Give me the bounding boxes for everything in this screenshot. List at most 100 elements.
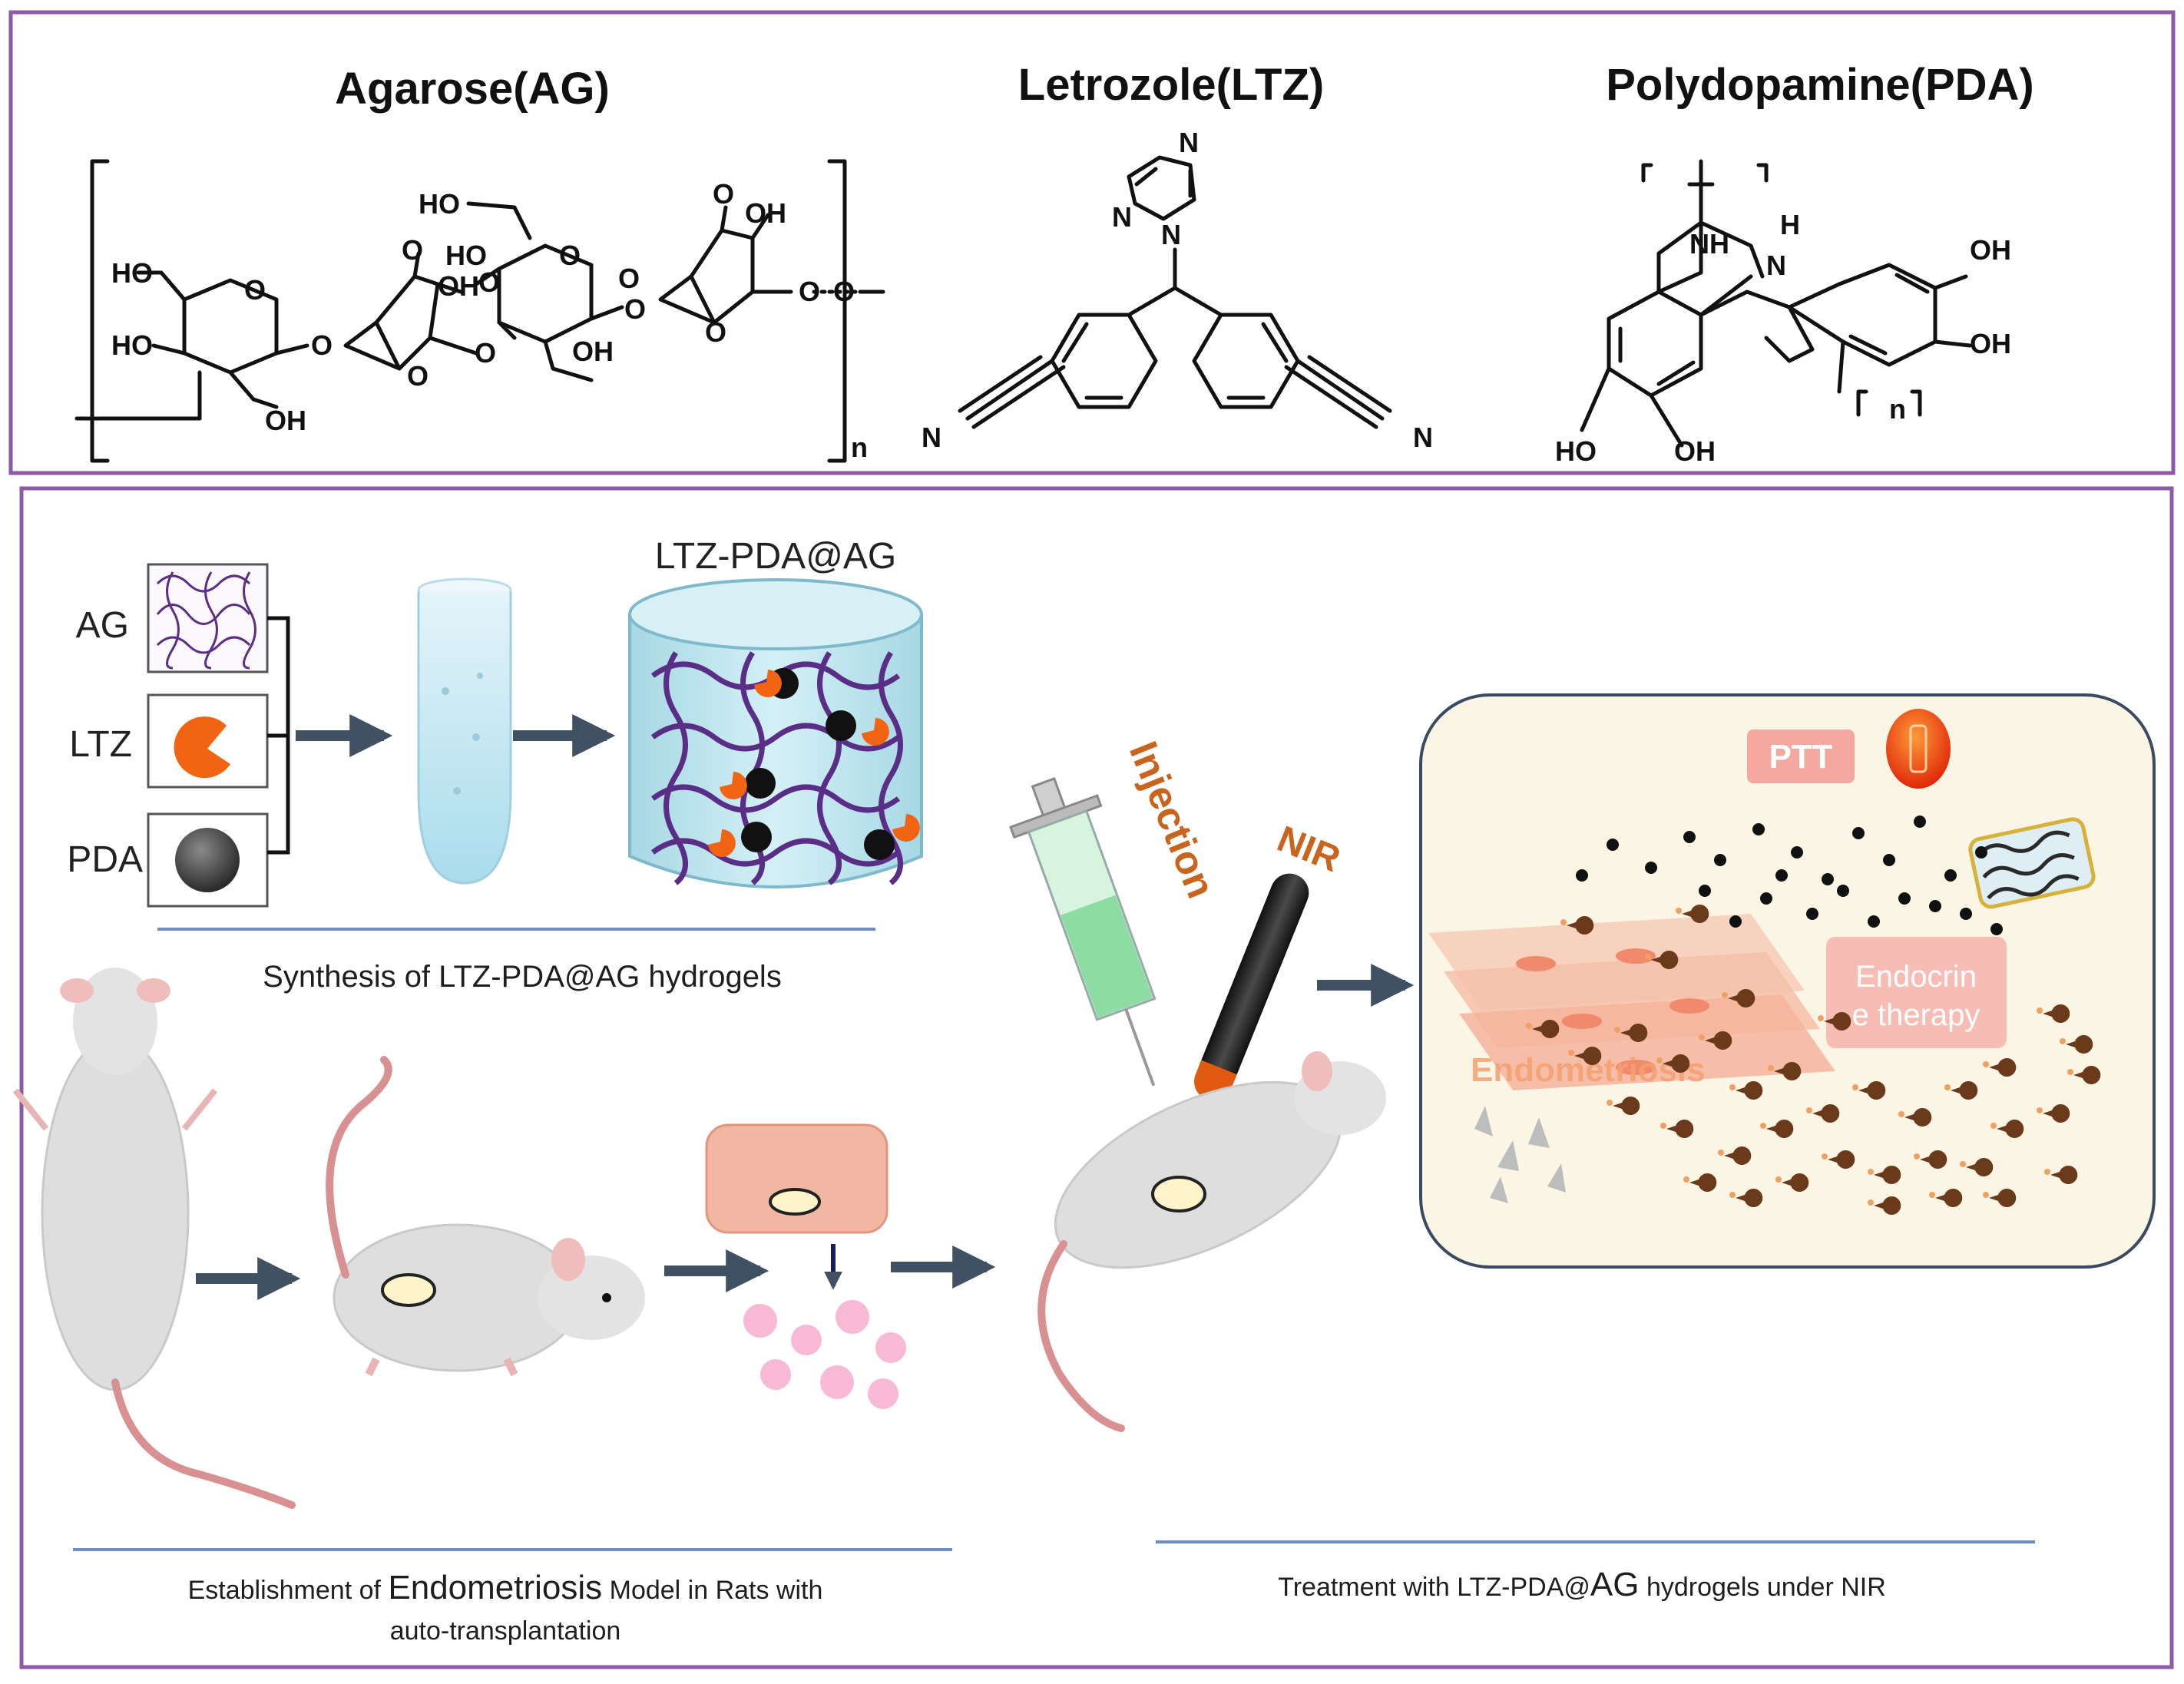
ltz-particle-highlight	[2067, 1069, 2073, 1075]
polydopamine-title: Polydopamine(PDA)	[1606, 60, 2034, 110]
ltz-particle	[1874, 1166, 1901, 1184]
ltz-particle-highlight	[1818, 1015, 1824, 1021]
pda-particle	[1699, 885, 1711, 897]
agarose-atom: O	[311, 329, 333, 361]
polydopamine-atom: NH	[1689, 228, 1729, 260]
ptt-badge	[1747, 730, 1855, 783]
tissue-sample-illustration	[705, 1123, 906, 1409]
ltz-particle-highlight	[1768, 1065, 1774, 1071]
ltz-particle	[2073, 1066, 2101, 1084]
ltz-particle-highlight	[1526, 1023, 1532, 1029]
rat-treated-illustration	[1037, 1051, 1386, 1432]
ltz-particle	[1989, 1189, 2017, 1207]
agarose-title: Agarose(AG)	[335, 64, 610, 114]
ltz-particle-highlight	[1806, 1107, 1812, 1113]
syringe-icon	[1009, 776, 1157, 1087]
ltz-particle	[1997, 1120, 2024, 1138]
agarose-atom: HO	[445, 240, 487, 271]
pda-particle	[1944, 869, 1957, 882]
pda-particle	[1852, 827, 1865, 839]
agarose-structure	[74, 159, 885, 463]
agarose-atom: OH	[438, 270, 479, 302]
pda-icon	[147, 812, 269, 908]
letrozole-atom: N	[1179, 127, 1199, 158]
ltz-particle	[1705, 1031, 1732, 1050]
agarose-atom: O	[244, 274, 266, 306]
agarose-atom: O	[559, 240, 581, 271]
ltz-particle	[1774, 1062, 1802, 1080]
ltz-particle	[1812, 1104, 1840, 1123]
ltz-particle	[2066, 1035, 2093, 1054]
ltz-particle-highlight	[1718, 1150, 1724, 1156]
ltz-particle	[1682, 905, 1709, 924]
hydrogel-title: LTZ-PDA@AG	[655, 536, 897, 577]
ltz-particle	[1920, 1150, 1947, 1169]
structures-panel	[8, 10, 2176, 475]
pda-particle	[1791, 846, 1803, 859]
model-caption-line1: Establishment of Endometriosis Model in …	[188, 1569, 823, 1606]
agarose-atom: OH	[572, 336, 614, 367]
ltz-particle-highlight	[1676, 908, 1682, 914]
polydopamine-atom: OH	[1970, 328, 2011, 359]
agarose-atom: O	[475, 337, 496, 369]
ltz-particle-highlight	[1983, 1061, 1989, 1067]
ltz-particle-highlight	[1914, 1153, 1920, 1160]
ltz-particle-highlight	[1614, 1027, 1620, 1033]
ltz-particle	[1966, 1158, 1994, 1177]
ltz-particle	[1620, 1024, 1648, 1042]
nir-laser-icon	[1194, 873, 1309, 1101]
rat-side-view-illustration	[326, 1056, 645, 1377]
ltz-particle	[1736, 1189, 1763, 1207]
ltz-particle	[1874, 1196, 1901, 1216]
pda-particle	[1645, 862, 1657, 874]
pda-particle	[1837, 885, 1849, 897]
letrozole-atom: N	[1413, 422, 1433, 453]
rat-top-view-illustration	[12, 968, 296, 1509]
injection-label: Injection	[1120, 736, 1223, 905]
ltz-particle-highlight	[1699, 1034, 1705, 1041]
pda-particle	[1822, 873, 1834, 885]
polydopamine-atom: HO	[1555, 435, 1597, 467]
agarose-atom: OH	[745, 197, 786, 229]
ltz-particle-highlight	[1775, 1176, 1782, 1183]
ltz-particle-highlight	[1683, 1176, 1689, 1183]
ltz-particle	[1728, 989, 1755, 1008]
letrozole-structure	[958, 155, 1392, 429]
ltz-particle	[1689, 1173, 1717, 1193]
ltz-particle-highlight	[1729, 1192, 1736, 1198]
ltz-particle	[1567, 916, 1594, 935]
ltz-label: LTZ	[69, 724, 132, 765]
ltz-particle-highlight	[1722, 992, 1728, 998]
ag-label: AG	[76, 605, 129, 646]
ltz-particle	[1989, 1058, 2017, 1077]
ltz-particle	[2043, 1004, 2070, 1023]
polydopamine-atom: H	[1780, 209, 1800, 240]
agarose-atom: O	[402, 234, 423, 266]
agarose-subscript: n	[851, 432, 868, 463]
agarose-atom: O	[618, 263, 640, 294]
model-caption-line2: auto-transplantation	[390, 1616, 621, 1646]
pda-particle	[1883, 854, 1895, 866]
agarose-atom: OH	[265, 405, 306, 436]
ltz-particle-highlight	[2044, 1169, 2050, 1175]
polydopamine-atom: N	[1766, 250, 1786, 281]
letrozole-atom: N	[1161, 219, 1181, 250]
ltz-particle	[1736, 1081, 1763, 1100]
input-bracket	[267, 616, 290, 855]
pda-particle	[1806, 908, 1818, 920]
ltz-particle-highlight	[1868, 1199, 1874, 1206]
agarose-atom: O	[478, 266, 500, 298]
ltz-particle-highlight	[1990, 1123, 1997, 1129]
letrozole-atom: N	[1112, 201, 1132, 233]
ltz-particle	[1663, 1054, 1690, 1074]
treatment-caption: Treatment with LTZ-PDA@AG hydrogels unde…	[1278, 1566, 1886, 1603]
endocrine-label-line1: Endocrin	[1855, 960, 1977, 994]
agarose-atom: O	[624, 293, 646, 325]
endocrine-badge	[1826, 937, 2007, 1048]
ltz-particle	[1766, 1120, 1794, 1138]
ltz-particle-highlight	[1822, 1153, 1828, 1160]
ltz-particle-highlight	[1560, 919, 1567, 925]
pda-particle	[1914, 816, 1926, 828]
pda-particle	[1714, 854, 1726, 866]
ltz-particle-highlight	[1568, 1050, 1574, 1056]
